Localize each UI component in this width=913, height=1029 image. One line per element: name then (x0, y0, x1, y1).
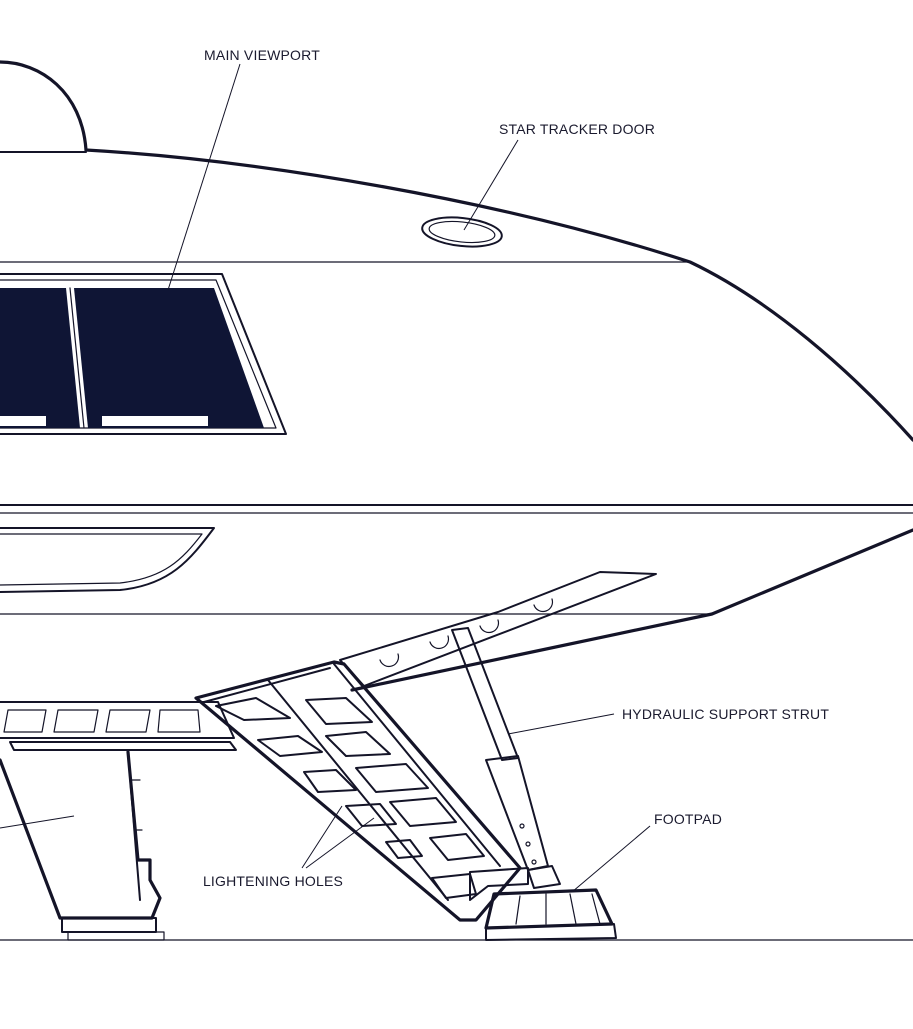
main-landing-leg (194, 660, 529, 922)
leader-star-tracker-door (463, 139, 519, 231)
dome-outline (0, 60, 88, 152)
label-star-tracker-door: STAR TRACKER DOOR (499, 121, 655, 137)
leader-lightening-holes-2 (305, 817, 375, 869)
leader-footpad (571, 825, 651, 893)
viewport-pane-left (0, 288, 80, 428)
callout-leaders (0, 63, 651, 893)
upper-hull (0, 60, 913, 442)
mid-hull (0, 504, 913, 692)
leader-main-viewport (167, 63, 241, 291)
hull-top-outline (84, 148, 913, 442)
label-main-viewport: MAIN VIEWPORT (204, 47, 320, 63)
label-lightening-holes: LIGHTENING HOLES (203, 873, 343, 889)
label-hydraulic-support-strut: HYDRAULIC SUPPORT STRUT (622, 706, 829, 722)
leader-offscreen (0, 815, 75, 829)
side-fairing (0, 527, 215, 593)
forward-landing-leg (0, 750, 165, 941)
footpad (484, 888, 617, 941)
underside-truss (0, 701, 237, 751)
lightening-hole-array (215, 697, 485, 899)
hydraulic-support-strut (451, 627, 561, 889)
main-viewport (0, 273, 287, 435)
callout-labels: MAIN VIEWPORT STAR TRACKER DOOR HYDRAULI… (203, 47, 829, 889)
star-tracker-door (421, 216, 503, 248)
lower-hull-outline (350, 528, 913, 692)
label-footpad: FOOTPAD (654, 811, 722, 827)
leader-lightening-holes-1 (301, 805, 343, 869)
viewport-pane-right (74, 288, 264, 428)
leader-hydraulic-strut (507, 713, 615, 735)
gear-door-panel (339, 571, 657, 687)
